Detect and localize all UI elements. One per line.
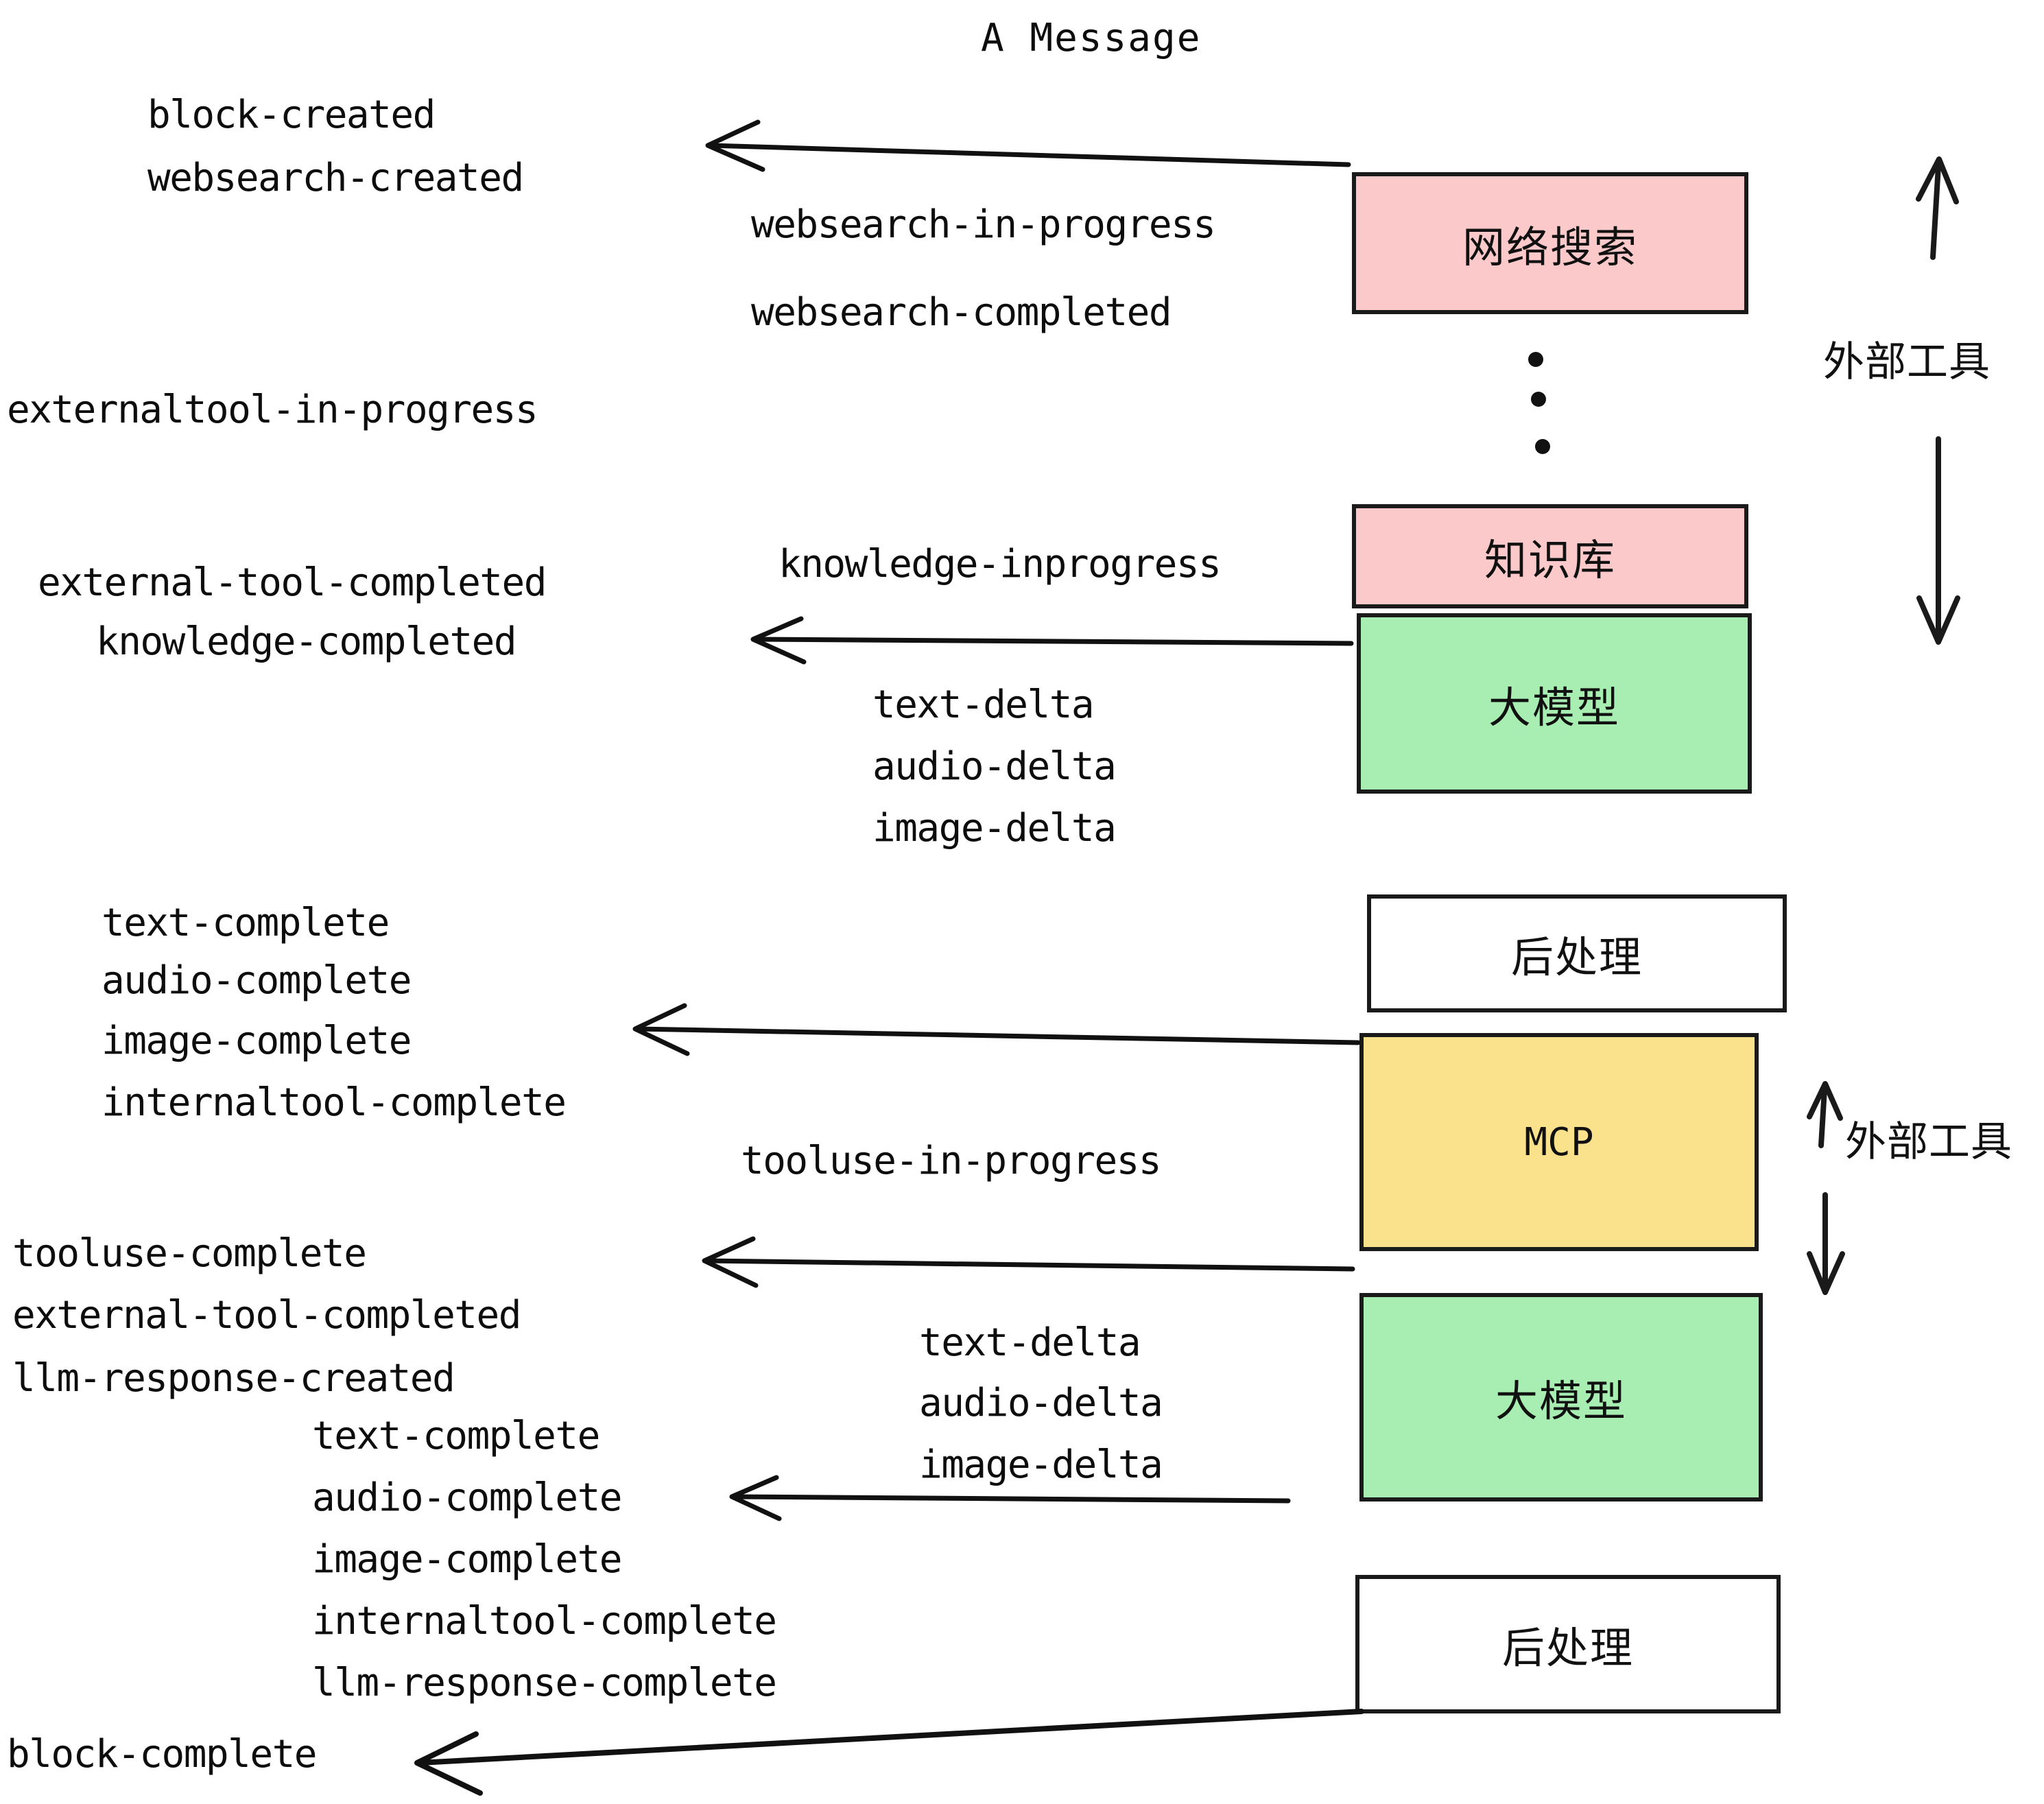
component-box-llm-top-label: 大模型 xyxy=(1488,682,1620,733)
arrow-mcp-to-tooluse-complete xyxy=(702,1236,1355,1288)
component-box-mcp[interactable]: MCP xyxy=(1359,1033,1759,1251)
component-box-llm-top[interactable]: 大模型 xyxy=(1357,613,1752,794)
event-label-websearch-created: websearch-created xyxy=(147,156,524,200)
event-label-audio-complete-2: audio-complete xyxy=(312,1475,623,1520)
event-label-block-created: block-created xyxy=(147,93,436,137)
component-box-websearch-label: 网络搜索 xyxy=(1462,222,1638,272)
component-box-llm-bottom[interactable]: 大模型 xyxy=(1359,1293,1763,1502)
event-label-image-complete-1: image-complete xyxy=(102,1019,412,1063)
event-label-image-complete-2: image-complete xyxy=(312,1537,623,1582)
component-box-mcp-label: MCP xyxy=(1524,1119,1594,1165)
event-label-image-delta-1: image-delta xyxy=(872,806,1117,851)
external-tool-label-bottom: 外部工具 xyxy=(1845,1118,2012,1166)
ellipsis-dot-2 xyxy=(1531,392,1546,407)
arrow-postprocess2-to-block-complete xyxy=(414,1709,1364,1796)
event-label-knowledge-inprogress: knowledge-inprogress xyxy=(779,542,1222,586)
event-label-audio-delta-2: audio-delta xyxy=(919,1381,1163,1425)
event-label-internaltool-complete-1: internaltool-complete xyxy=(102,1080,567,1125)
event-label-llm-response-created: llm-response-created xyxy=(12,1356,455,1401)
event-label-text-complete-2: text-complete xyxy=(312,1414,600,1458)
component-box-postprocess-2[interactable]: 后处理 xyxy=(1355,1575,1781,1713)
external-tool-label-top: 外部工具 xyxy=(1823,338,1990,386)
event-label-text-delta-2: text-delta xyxy=(919,1320,1141,1365)
event-label-image-delta-2: image-delta xyxy=(919,1443,1163,1487)
page-title: A Message xyxy=(981,16,1202,60)
component-box-knowledge-label: 知识库 xyxy=(1484,535,1616,585)
event-label-llm-response-complete: llm-response-complete xyxy=(312,1661,777,1705)
arrow-knowledge-to-knowledge-completed xyxy=(750,616,1354,665)
external-tool-bracket-bottom xyxy=(1807,1081,1845,1295)
ellipsis-dot-1 xyxy=(1528,352,1543,367)
event-label-external-tool-completed-2: external-tool-completed xyxy=(12,1293,521,1338)
event-label-text-complete-1: text-complete xyxy=(102,901,390,945)
event-label-tooluse-in-progress: tooluse-in-progress xyxy=(741,1139,1162,1183)
event-label-audio-complete-1: audio-complete xyxy=(102,958,412,1003)
arrow-websearch-to-block-created xyxy=(705,119,1351,172)
event-label-block-complete: block-complete xyxy=(7,1732,318,1777)
event-label-tooluse-complete: tooluse-complete xyxy=(12,1231,367,1276)
component-box-postprocess-2-label: 后处理 xyxy=(1501,1623,1634,1673)
component-box-postprocess-1[interactable]: 后处理 xyxy=(1367,894,1787,1012)
event-label-websearch-in-progress: websearch-in-progress xyxy=(751,202,1216,247)
event-label-audio-delta-1: audio-delta xyxy=(872,744,1117,789)
component-box-knowledge[interactable]: 知识库 xyxy=(1352,504,1748,608)
event-label-internaltool-complete-2: internaltool-complete xyxy=(312,1599,777,1643)
ellipsis-dot-3 xyxy=(1535,439,1550,454)
event-label-knowledge-completed: knowledge-completed xyxy=(96,619,517,664)
external-tool-bracket-top xyxy=(1916,156,1960,645)
event-label-websearch-completed: websearch-completed xyxy=(751,290,1172,335)
event-label-text-delta-1: text-delta xyxy=(872,683,1095,727)
component-box-llm-bottom-label: 大模型 xyxy=(1495,1376,1627,1426)
component-box-websearch[interactable]: 网络搜索 xyxy=(1352,172,1748,314)
arrow-postprocess1-to-image-complete xyxy=(632,1003,1361,1056)
component-box-postprocess-1-label: 后处理 xyxy=(1510,932,1643,982)
event-label-external-tool-completed-1: external-tool-completed xyxy=(38,560,547,605)
event-label-externaltool-in-progress: externaltool-in-progress xyxy=(7,388,538,432)
